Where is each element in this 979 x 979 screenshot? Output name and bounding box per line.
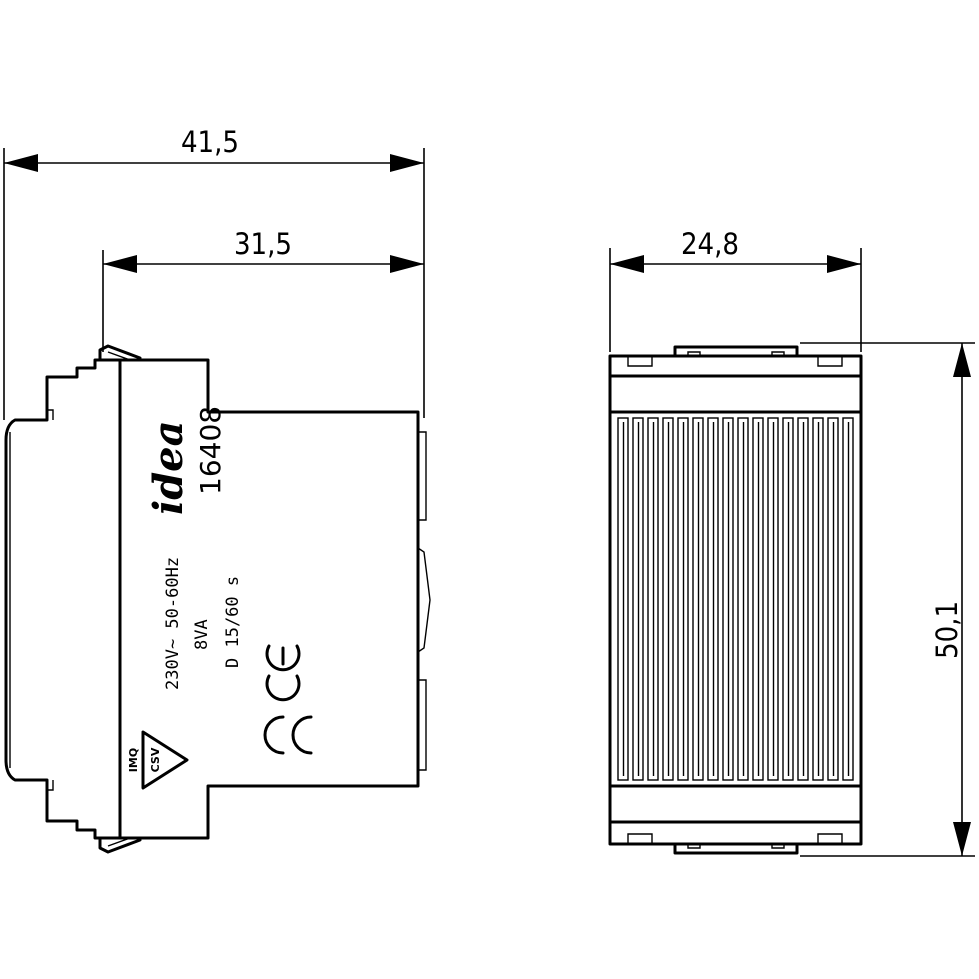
product-code: 16408 <box>194 406 227 495</box>
grille-rib <box>842 417 854 781</box>
top-tab <box>673 345 799 358</box>
rear-terminal <box>418 431 427 521</box>
arrow-left-icon <box>4 154 38 172</box>
arrow-up-icon <box>953 343 971 377</box>
imq-text: IMQ <box>127 748 140 772</box>
arrow-left-icon <box>103 255 137 273</box>
dim-height: 50,1 <box>930 601 964 659</box>
side-view: 41,5 31,5 idea 16408 230V~ 50-60Hz 8VA D… <box>3 125 431 854</box>
brand-logo: idea <box>145 420 192 515</box>
grille-rib <box>797 417 809 781</box>
rear-knob <box>417 547 431 653</box>
csv-text: CSV <box>149 747 162 772</box>
grille-rib <box>767 417 779 781</box>
cover-notch <box>46 409 54 420</box>
top-tab-slots <box>687 351 785 356</box>
body-outline <box>118 358 420 840</box>
bottom-tab-slots <box>687 844 785 849</box>
grille-rib <box>722 417 734 781</box>
cover-notch <box>46 780 54 791</box>
grille-rib <box>617 417 629 781</box>
power-label: 8VA <box>192 619 212 650</box>
grille-rib <box>692 417 704 781</box>
bottom-feet <box>627 833 843 844</box>
bottom-clip <box>98 836 142 854</box>
csv-imq-badge: CSV IMQ <box>127 730 189 790</box>
grille-rib <box>782 417 794 781</box>
ce-mark-icon <box>265 644 301 702</box>
arrow-right-icon <box>390 255 424 273</box>
arrow-right-icon <box>390 154 424 172</box>
grille-rib <box>812 417 824 781</box>
grille-rib <box>827 417 839 781</box>
front-frame <box>608 354 863 846</box>
grille-rib <box>752 417 764 781</box>
voltage-label: 230V~ 50-60Hz <box>163 557 183 690</box>
grille-rib <box>632 417 644 781</box>
grille-rib <box>662 417 674 781</box>
ce-mark-icon <box>263 715 313 755</box>
dim-overall-depth: 41,5 <box>181 125 239 159</box>
grille-rib <box>647 417 659 781</box>
grille-rib <box>707 417 719 781</box>
grille-rib <box>737 417 749 781</box>
timing-label: D 15/60 s <box>223 576 243 668</box>
front-view: 24,8 50,1 <box>608 227 975 857</box>
rear-terminal <box>418 679 427 771</box>
arrow-down-icon <box>953 822 971 856</box>
bottom-tab <box>673 842 799 855</box>
dim-width: 24,8 <box>681 227 739 261</box>
dim-body-depth: 31,5 <box>234 227 292 261</box>
grille-rib <box>677 417 689 781</box>
front-cover-outline <box>4 358 122 840</box>
arrow-left-icon <box>610 255 644 273</box>
top-clip <box>98 344 142 362</box>
top-feet <box>627 356 843 367</box>
arrow-right-icon <box>827 255 861 273</box>
ribbed-grille <box>617 417 854 781</box>
